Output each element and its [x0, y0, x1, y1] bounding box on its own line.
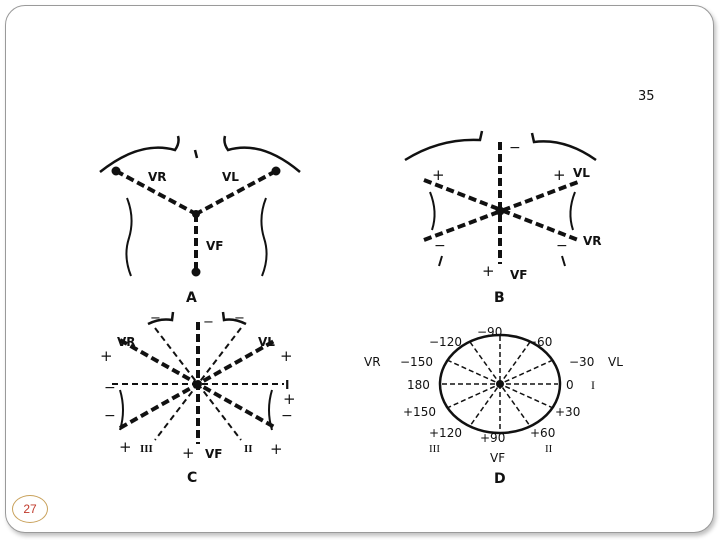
panel-a-vr-label: VR — [148, 170, 167, 184]
b-right-arm — [569, 191, 576, 231]
neck-mark — [193, 149, 199, 159]
panel-a — [99, 135, 301, 277]
left-arm-outline — [125, 197, 133, 277]
panel-a-vf-label: VF — [206, 239, 223, 253]
lead-vr-line — [115, 169, 197, 216]
angle-0: 0 — [566, 378, 574, 392]
angle-m120: −120 — [429, 335, 462, 349]
c-minus-top-right: − — [234, 311, 245, 326]
c-minus-top-left: − — [150, 311, 161, 326]
b-center-point — [495, 206, 505, 216]
lead-vl-label: VL — [608, 355, 623, 369]
c-left-shoulder — [147, 311, 175, 326]
panel-d-label: D — [494, 471, 506, 487]
c-left-arm — [119, 389, 124, 431]
c-lead-III-label: III — [140, 443, 153, 455]
c-lead-I-label: I — [285, 378, 289, 392]
electrode-right-arm — [111, 166, 121, 176]
slide-frame — [5, 5, 714, 533]
b-vl-plus: + — [432, 166, 445, 184]
right-arm-outline — [260, 197, 268, 277]
left-shoulder-outline — [99, 135, 180, 173]
b-vl-label: VL — [573, 166, 590, 180]
panel-d — [438, 333, 562, 435]
d-center-point — [496, 380, 504, 388]
b-right-mark — [561, 255, 566, 267]
angle-m30: −30 — [569, 355, 594, 369]
c-minus-right-lower: − — [281, 408, 293, 424]
c-plus-II: + — [270, 440, 283, 458]
panel-a-vl-label: VL — [222, 170, 239, 184]
lead-II-label: II — [545, 443, 553, 455]
c-lead-II-label: II — [244, 443, 253, 455]
c-vf-label: VF — [205, 447, 222, 461]
panel-c-label: C — [187, 470, 197, 486]
c-plus-III: + — [119, 438, 132, 456]
lead-vr-axis — [423, 178, 579, 242]
angle-p120: +120 — [429, 426, 462, 440]
c-plus-left: + — [100, 347, 113, 365]
angle-m90: −90 — [477, 325, 502, 339]
angle-p150: +150 — [403, 405, 436, 419]
b-vr-minus: − — [434, 238, 446, 254]
c-vf-plus: + — [182, 444, 195, 462]
c-vl-label: VL — [258, 335, 275, 349]
c-minus-left-lower: − — [104, 408, 116, 424]
right-shoulder-outline — [223, 135, 301, 173]
figure-number: 35 — [638, 89, 655, 104]
lead-vl-axis — [423, 180, 579, 242]
panel-b — [404, 130, 597, 267]
angle-m60: −60 — [527, 335, 552, 349]
lead-I-label: I — [591, 378, 595, 392]
lead-vf-label: VF — [490, 451, 505, 465]
b-vf-plus: + — [482, 262, 495, 280]
panel-b-label: B — [494, 290, 505, 306]
panel-c — [112, 311, 284, 444]
b-right-shoulder — [530, 132, 597, 162]
b-left-arm — [429, 191, 436, 231]
c-minus-left-I: − — [104, 380, 116, 396]
central-terminal — [192, 210, 200, 218]
slide-number-badge: 27 — [12, 495, 48, 523]
electrode-foot — [191, 267, 201, 277]
b-left-mark — [438, 255, 443, 267]
c-minus-top-center: − — [203, 315, 214, 330]
c-vr-label: VR — [117, 335, 136, 349]
angle-180: 180 — [407, 378, 430, 392]
angle-p90: +90 — [480, 431, 505, 445]
c-right-shoulder — [221, 311, 247, 326]
angle-m150: −150 — [400, 355, 433, 369]
panel-a-label: A — [186, 290, 197, 306]
electrode-left-arm — [271, 166, 281, 176]
b-vl-minus: − — [556, 238, 568, 254]
c-center-point — [194, 380, 202, 388]
angle-p30: +30 — [555, 405, 580, 419]
b-vf-minus: − — [509, 140, 521, 156]
c-lead-I-plus: + — [283, 390, 296, 408]
lead-III-label: III — [429, 443, 440, 455]
c-plus-right: + — [280, 347, 293, 365]
angle-p60: +60 — [530, 426, 555, 440]
lead-vl-line — [195, 169, 277, 216]
b-vr-plus: + — [553, 166, 566, 184]
lead-vr-label: VR — [364, 355, 381, 369]
hexaxial-circle — [438, 333, 562, 435]
b-vr-label: VR — [583, 234, 602, 248]
b-vf-label: VF — [510, 268, 527, 282]
b-left-shoulder — [404, 130, 484, 162]
